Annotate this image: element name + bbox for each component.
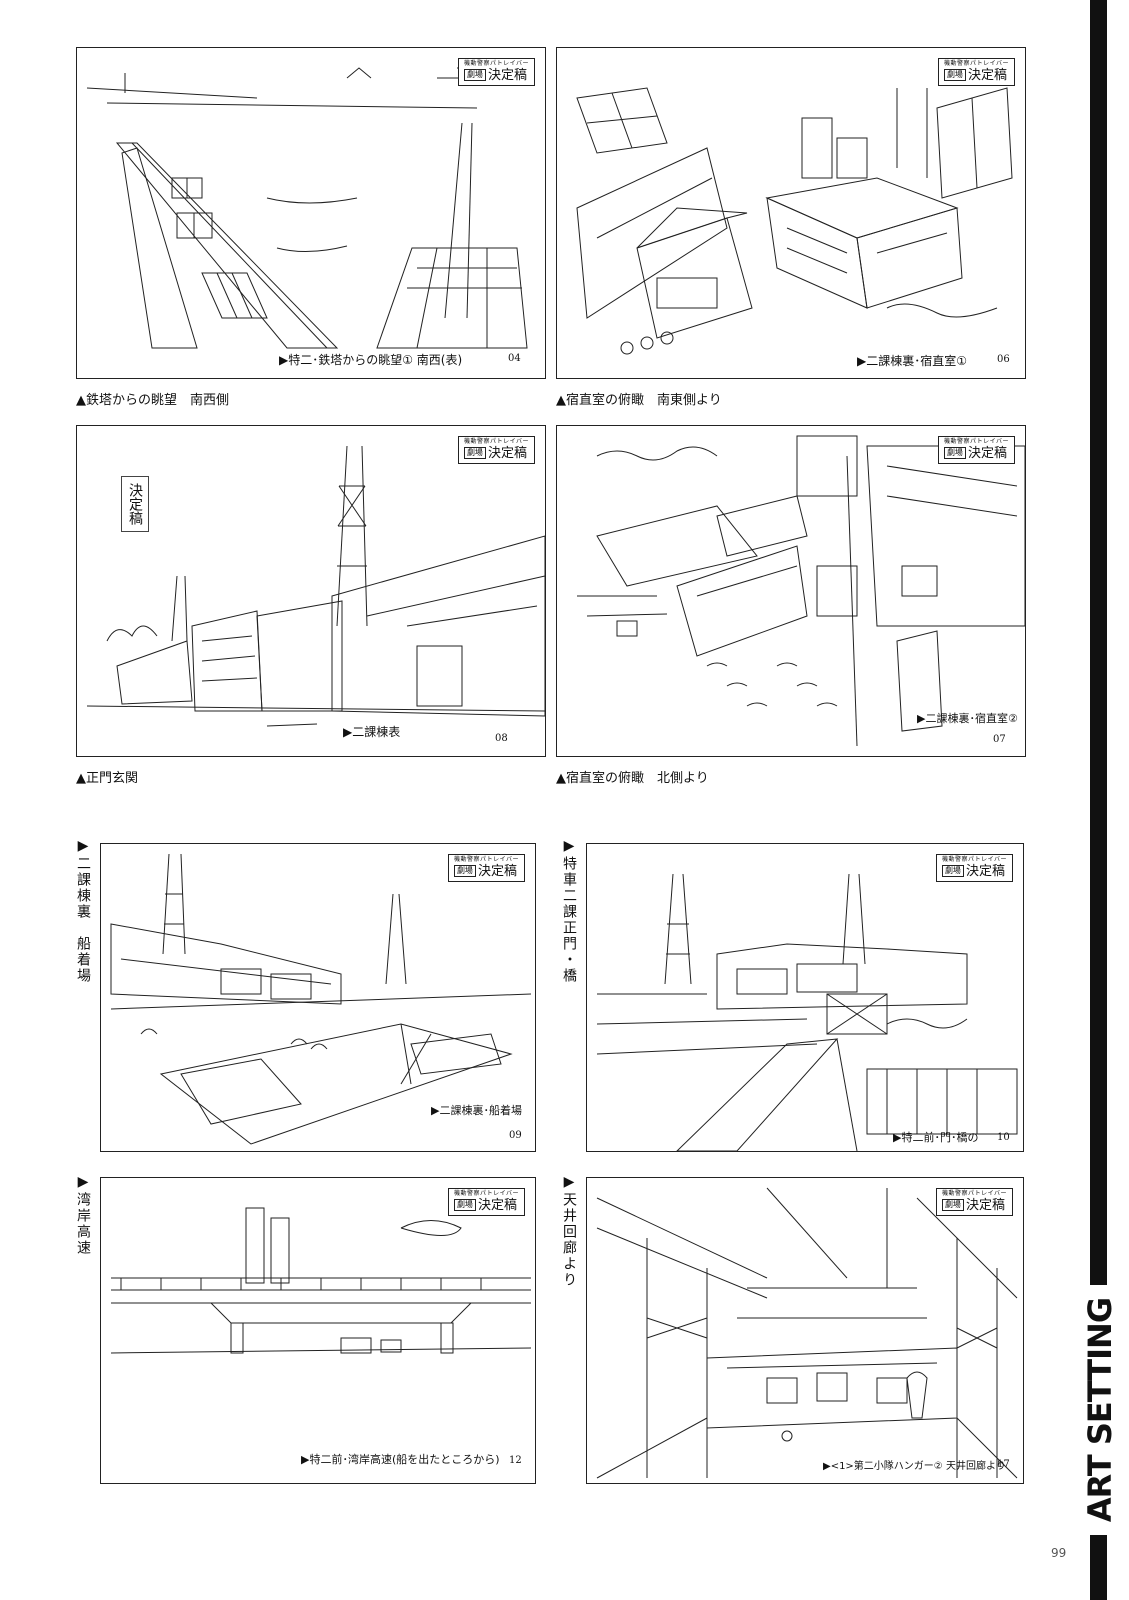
panel-note: ▶<1>第二小隊ハンガー② 天井回廊より bbox=[823, 1461, 1006, 1472]
stamp-series-label: 機動警察パトレイバー bbox=[943, 60, 1009, 67]
stamp-box-label: 劇場 bbox=[941, 865, 964, 877]
stamp-series-label: 機動警察パトレイバー bbox=[453, 856, 519, 863]
panel-note: ▶二課棟表 bbox=[343, 725, 401, 739]
stamp-box-label: 劇場 bbox=[453, 1199, 476, 1211]
stamp-main-label: 決定稿 bbox=[487, 446, 527, 461]
panel-number: 09 bbox=[509, 1130, 522, 1141]
stamp-box-label: 劇場 bbox=[463, 69, 486, 81]
sketch-duty-room-1 bbox=[576, 87, 1013, 355]
art-panel-hangar-ceiling-corridor: 機動警察パトレイバー 劇場決定稿 ▶<1>第二小隊ハンガー② 天井回廊より 17 bbox=[586, 1177, 1024, 1484]
stamp-main-label: 決定稿 bbox=[487, 68, 527, 83]
stamp-box-label: 劇場 bbox=[453, 865, 476, 877]
approval-stamp: 機動警察パトレイバー 劇場決定稿 bbox=[937, 58, 1015, 86]
panel-note: ▶二課棟裏･宿直室② bbox=[917, 712, 1018, 725]
panel-note: ▶特二前･門･橋の bbox=[893, 1131, 979, 1144]
sketch-bayshore-expressway bbox=[110, 1207, 532, 1354]
art-panel-main-gate-bridge: 機動警察パトレイバー 劇場決定稿 ▶特二前･門･橋の 10 bbox=[586, 843, 1024, 1152]
panel-number: 12 bbox=[509, 1455, 522, 1466]
panel-number: 08 bbox=[495, 733, 508, 744]
approval-stamp: 機動警察パトレイバー 劇場決定稿 bbox=[457, 436, 535, 464]
section-title-text: ART SETTING bbox=[1081, 1297, 1119, 1523]
vertical-caption-bayshore-expressway: ▶湾岸高速 bbox=[75, 1174, 91, 1256]
stamp-box-label: 劇場 bbox=[941, 1199, 964, 1211]
art-panel-duty-room-2: 機動警察パトレイバー 劇場決定稿 ▶二課棟裏･宿直室② 07 bbox=[556, 425, 1026, 757]
approval-stamp: 機動警察パトレイバー 劇場決定稿 bbox=[937, 436, 1015, 464]
panel-number: 17 bbox=[997, 1459, 1010, 1470]
stamp-main-label: 決定稿 bbox=[965, 1198, 1005, 1213]
stamp-main-label: 決定稿 bbox=[477, 864, 517, 879]
vertical-caption-main-gate-bridge: ▶特車二課正門・橋 bbox=[561, 838, 577, 984]
vertical-caption-ceiling-corridor: ▶天井回廊より bbox=[561, 1174, 577, 1288]
caption-duty-room-north: ▲宿直室の俯瞰 北側より bbox=[556, 771, 709, 786]
page-number: 99 bbox=[1051, 1546, 1067, 1560]
panel-note: ▶二課棟裏･宿直室① bbox=[857, 354, 967, 368]
stamp-main-label: 決定稿 bbox=[967, 68, 1007, 83]
kettei-note: 決定稿 bbox=[121, 476, 149, 532]
art-panel-bayshore-expressway: 機動警察パトレイバー 劇場決定稿 ▶特二前･湾岸高速(船を出たところから) 12 bbox=[100, 1177, 536, 1484]
panel-note: ▶二課棟裏･船着場 bbox=[431, 1104, 522, 1117]
stamp-series-label: 機動警察パトレイバー bbox=[453, 1190, 519, 1197]
stamp-box-label: 劇場 bbox=[463, 447, 486, 459]
stamp-box-label: 劇場 bbox=[943, 69, 966, 81]
approval-stamp: 機動警察パトレイバー 劇場決定稿 bbox=[447, 1188, 525, 1216]
stamp-main-label: 決定稿 bbox=[967, 446, 1007, 461]
stamp-main-label: 決定稿 bbox=[477, 1198, 517, 1213]
panel-number: 04 bbox=[508, 353, 521, 364]
panel-number: 06 bbox=[997, 354, 1010, 365]
stamp-series-label: 機動警察パトレイバー bbox=[941, 1190, 1007, 1197]
vertical-caption-boat-landing: ▶二課棟裏 船着場 bbox=[75, 838, 91, 984]
stamp-series-label: 機動警察パトレイバー bbox=[463, 60, 529, 67]
panel-note: ▶特二･鉄塔からの眺望① 南西(表) bbox=[279, 353, 463, 367]
approval-stamp: 機動警察パトレイバー 劇場決定稿 bbox=[935, 854, 1013, 882]
stamp-series-label: 機動警察パトレイバー bbox=[941, 856, 1007, 863]
approval-stamp: 機動警察パトレイバー 劇場決定稿 bbox=[935, 1188, 1013, 1216]
art-panel-boat-landing: 機動警察パトレイバー 劇場決定稿 ▶二課棟裏･船着場 09 bbox=[100, 843, 536, 1152]
art-panel-front-entrance: 決定稿 機動警察パトレイバー 劇場決定稿 ▶二課棟表 08 bbox=[76, 425, 546, 757]
panel-number: 10 bbox=[997, 1132, 1010, 1143]
sketch-front-entrance bbox=[86, 445, 545, 727]
sketch-boat-landing bbox=[110, 853, 532, 1145]
stamp-series-label: 機動警察パトレイバー bbox=[463, 438, 529, 445]
section-title: ART SETTING bbox=[1081, 1285, 1119, 1535]
section-sidebar-bar bbox=[1090, 0, 1107, 1600]
panel-number: 07 bbox=[993, 734, 1006, 745]
stamp-series-label: 機動警察パトレイバー bbox=[943, 438, 1009, 445]
approval-stamp: 機動警察パトレイバー 劇場決定稿 bbox=[457, 58, 535, 86]
stamp-box-label: 劇場 bbox=[943, 447, 966, 459]
panel-note: ▶特二前･湾岸高速(船を出たところから) bbox=[301, 1453, 500, 1466]
sketch-tower-view bbox=[86, 67, 528, 349]
sketch-hangar-ceiling bbox=[596, 1187, 1018, 1479]
sketch-main-gate-bridge bbox=[596, 873, 1018, 1151]
caption-duty-room-southeast: ▲宿直室の俯瞰 南東側より bbox=[556, 393, 722, 408]
caption-front-entrance: ▲正門玄関 bbox=[76, 771, 138, 786]
stamp-main-label: 決定稿 bbox=[965, 864, 1005, 879]
art-panel-tower-view-southwest: 機動警察パトレイバー 劇場決定稿 ▶特二･鉄塔からの眺望① 南西(表) 04 bbox=[76, 47, 546, 379]
approval-stamp: 機動警察パトレイバー 劇場決定稿 bbox=[447, 854, 525, 882]
caption-tower-view: ▲鉄塔からの眺望 南西側 bbox=[76, 393, 229, 408]
sketch-duty-room-2 bbox=[577, 435, 1025, 747]
art-panel-duty-room-1: 機動警察パトレイバー 劇場決定稿 ▶二課棟裏･宿直室① 06 bbox=[556, 47, 1026, 379]
